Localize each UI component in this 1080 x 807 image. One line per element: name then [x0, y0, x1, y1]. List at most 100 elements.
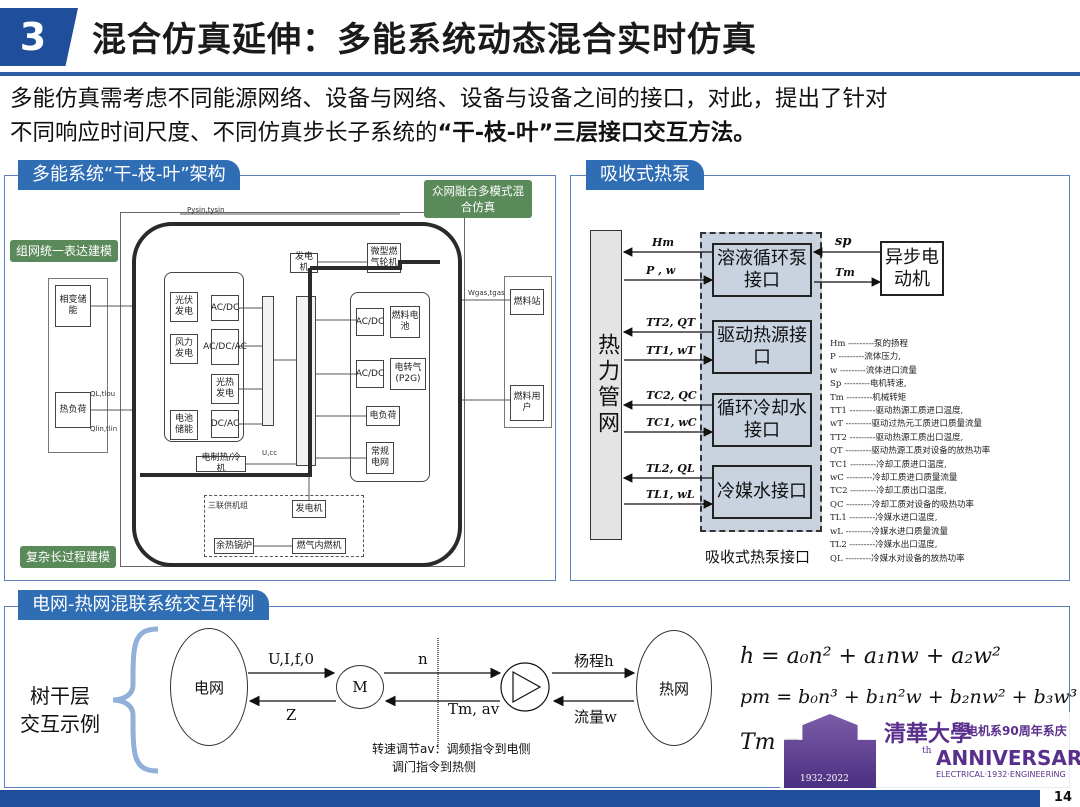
- legend-item: Hm ---------泵的扬程: [830, 339, 909, 349]
- legend-item: QT ---------驱动热源工质对设备的放热功率: [830, 446, 991, 457]
- box-ranqi: 燃气内燃机: [292, 538, 346, 554]
- trunk-bus-loop: [132, 222, 462, 567]
- intro-line-2a: 不同响应时间尺度、不同仿真步长子系统的: [10, 120, 438, 146]
- legend-item: TL2 ---------冷媒水出口温度,: [830, 540, 938, 551]
- box-dianfuhe: 电负荷: [366, 406, 400, 426]
- intro-text: 多能仿真需考虑不同能源网络、设备与网络、设备与设备之间的接口，对此，提出了针对 …: [10, 82, 1070, 150]
- legend-item: TC1 ---------冷却工质进口温度,: [830, 459, 947, 470]
- source-group: [164, 272, 244, 442]
- anniversary-logo: 1932-2022 清華大學 电机系90周年系庆 th ANNIVERSARY …: [780, 712, 1080, 790]
- chp-group: [204, 495, 364, 557]
- label-tl1wl: TL1, wL: [646, 488, 695, 501]
- label-tm: Tm: [835, 266, 855, 279]
- label-pysin: Pysin,tysin: [187, 206, 225, 214]
- architecture-connectors: [91, 213, 510, 547]
- callout-long-process: 复杂长过程建模: [20, 546, 117, 568]
- legend-item: w ---------流体进口流量: [830, 365, 917, 376]
- box-dianzhire: 电制热/冷机: [196, 453, 246, 474]
- legend-item: wT ---------驱动过热元工质进口质量流量: [830, 419, 982, 430]
- label-qlin2: Qlin,tlin: [90, 425, 118, 433]
- legend-item: wL ---------冷媒水进口质量流量: [830, 526, 948, 537]
- footer-bar: [0, 790, 1040, 807]
- label-sp: sp: [835, 234, 852, 249]
- heat-pipe-network: 热力管网: [590, 230, 622, 540]
- logo-dept: 电机系90周年系庆: [966, 724, 1067, 738]
- heat-pump-caption: 吸收式热泵接口: [705, 548, 811, 566]
- interaction-example-tab: 电网-热网混联系统交互样例: [18, 590, 269, 620]
- heat-pump-arrows: [622, 247, 882, 509]
- interface-solution-pump: 溶液循环泵接口: [712, 243, 812, 297]
- motor-node: M: [336, 665, 384, 709]
- logo-school: 清華大學: [884, 721, 973, 747]
- callout-hybrid-sim: 众网融合多模式混合仿真: [424, 180, 532, 218]
- heat-network-node: 热网: [636, 630, 712, 746]
- label-pw: P , w: [646, 264, 676, 277]
- label-sanlian: 三联供机组: [208, 501, 248, 510]
- legend-item: Sp ---------电机转速,: [830, 379, 907, 390]
- box-guangfu: 光伏发电: [170, 292, 198, 322]
- side-label-2: 交互示例: [20, 712, 100, 736]
- label-tl2ql: TL2, QL: [646, 462, 695, 475]
- box-dianchi: 电池储能: [170, 410, 198, 440]
- logo-th: th: [922, 746, 932, 756]
- logo-years: 1932-2022: [800, 774, 849, 784]
- box-acdc3: AC/DC: [356, 308, 384, 336]
- box-acdc4: AC/DC: [356, 360, 384, 388]
- box-yure: 余热锅炉: [214, 538, 254, 554]
- legend-item: TT2 ---------驱动热源工质出口温度,: [830, 432, 964, 443]
- formula-head: h = a₀n² + a₁nw + a₂w²: [740, 644, 1001, 669]
- side-brace: [112, 626, 159, 774]
- box-acdcac: AC/DC/AC: [203, 329, 247, 365]
- section-number: 3: [0, 8, 78, 66]
- intro-line-2b: “干-枝-叶”三层接口交互方法。: [437, 120, 756, 146]
- box-fadianji-bot: 发电机: [292, 500, 326, 518]
- box-acdc1: AC/DC: [211, 295, 239, 321]
- label-n: n: [418, 650, 428, 668]
- title-bar: 3 混合仿真延伸：多能系统动态混合实时仿真: [0, 0, 1080, 72]
- label-u: U,I,f,0: [268, 650, 315, 668]
- label-z: Z: [286, 706, 297, 724]
- side-label-1: 树干层: [30, 684, 90, 708]
- box-dcac: DC/AC: [211, 410, 239, 438]
- async-motor: 异步电动机: [880, 241, 944, 296]
- box-guangre: 光热发电: [211, 374, 239, 404]
- page-number: 14: [1053, 790, 1072, 805]
- right-bracket: [504, 276, 552, 428]
- left-bracket: [48, 278, 108, 453]
- note-valve: 调门指令到热侧: [392, 760, 477, 774]
- variable-legend: Hm ---------泵的扬程 P ---------流体压力, w ----…: [830, 338, 1060, 566]
- box-reguzhi: 热负荷: [55, 392, 91, 428]
- label-tr1wr: TT1, wT: [646, 344, 695, 357]
- box-ranliaoyonghu: 燃料用户: [510, 385, 544, 421]
- box-xiangbian: 相变储能: [55, 285, 91, 327]
- legend-item: TC2 ---------冷却工质出口温度,: [830, 486, 947, 497]
- label-wgas: Wgas,tgas: [468, 289, 505, 297]
- label-tr2qr: TT2, QT: [646, 316, 696, 329]
- page-title: 混合仿真延伸：多能系统动态混合实时仿真: [92, 20, 757, 60]
- power-grid-node: 电网: [170, 628, 248, 746]
- interface-chilled-water: 冷媒水接口: [712, 465, 812, 519]
- label-hm: Hm: [652, 236, 675, 249]
- legend-item: TL1 ---------冷媒水进口温度,: [830, 513, 938, 524]
- label-tc1wc: TC1, wC: [646, 416, 697, 429]
- legend-item: QL ---------冷媒水对设备的放热功率: [830, 553, 965, 564]
- intro-line-1: 多能仿真需考虑不同能源网络、设备与网络、设备与设备之间的接口，对此，提出了针对: [10, 86, 888, 112]
- note-speed-regulation: 转速调节av：调频指令到电侧: [372, 742, 531, 756]
- callout-unified-model: 组网统一表达建模: [10, 240, 119, 262]
- logo-anniversary: ANNIVERSARY: [936, 746, 1080, 770]
- box-ranliaozhan: 燃料站: [510, 289, 544, 315]
- label-tc2qc: TC2, QC: [646, 389, 697, 402]
- legend-item: P ---------流体压力,: [830, 352, 901, 363]
- legend-item: Tm ---------机械转矩: [830, 392, 907, 403]
- legend-item: QC ---------冷却工质对设备的吸热功率: [830, 499, 975, 510]
- legend-item: wC ---------冷却工质进口质量流量: [830, 473, 958, 484]
- legend-item: TT1 ---------驱动热源工质进口温度,: [830, 406, 964, 417]
- bus-standard: [262, 296, 274, 426]
- label-head: 杨程h: [574, 652, 614, 670]
- formula-power: pm = b₀n³ + b₁n²w + b₂nw² + b₃w³: [740, 686, 1078, 708]
- box-fengli: 风力发电: [170, 334, 198, 364]
- label-flow: 流量w: [574, 708, 617, 726]
- interface-cooling-water: 循环冷却水接口: [712, 393, 812, 447]
- intro-line-2: 不同响应时间尺度、不同仿真步长子系统的“干-枝-叶”三层接口交互方法。: [10, 116, 1070, 150]
- logo-sub: ELECTRICAL·1932·ENGINEERING: [936, 770, 1066, 779]
